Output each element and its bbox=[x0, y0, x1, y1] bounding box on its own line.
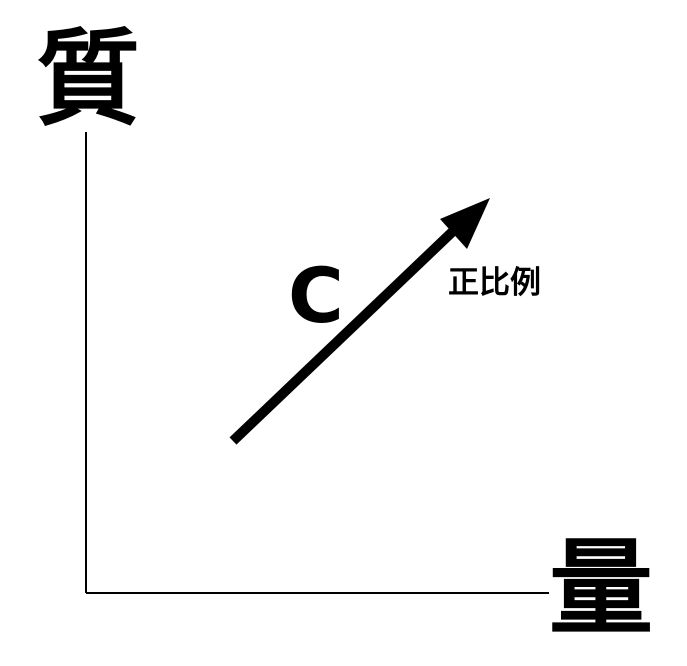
trend-marker-label: C bbox=[288, 251, 344, 340]
proportional-arrow-shaft bbox=[229, 211, 474, 445]
proportional-label: 正比例 bbox=[448, 265, 541, 301]
y-axis-label: 質 bbox=[36, 18, 140, 140]
x-axis-label: 量 bbox=[549, 527, 653, 649]
proportional-arrow-head bbox=[440, 198, 490, 249]
